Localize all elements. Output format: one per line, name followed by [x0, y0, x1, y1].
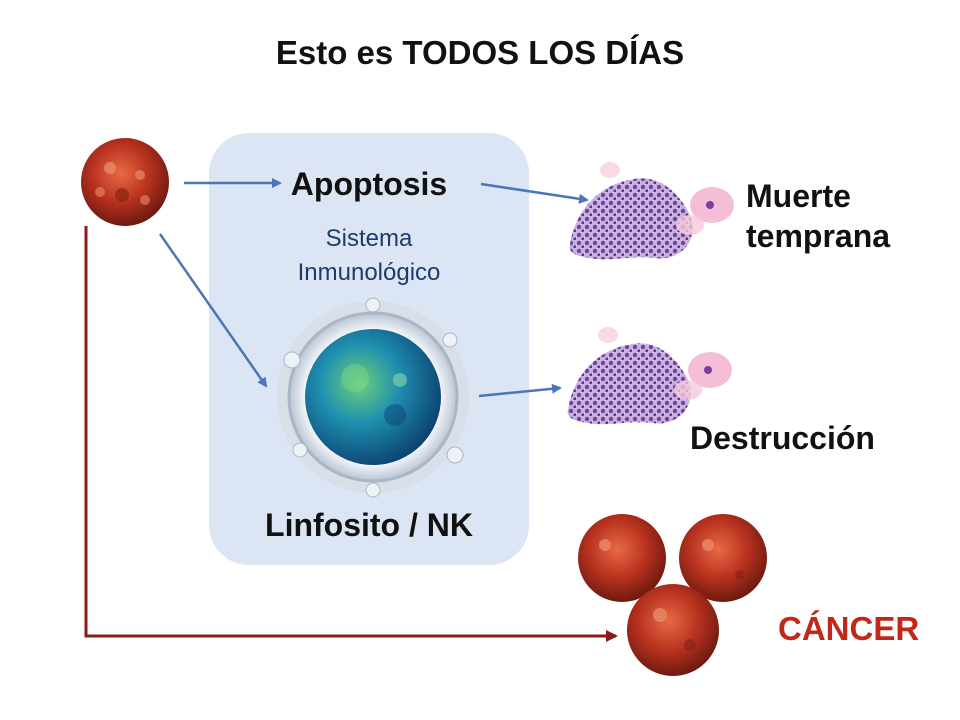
tumor-cluster-icon	[578, 514, 767, 676]
arrow-to-cancer	[84, 226, 618, 642]
lymphocyte-icon	[277, 297, 469, 498]
cancer-label: CÁNCER	[778, 610, 920, 647]
arrow-to-lymphocyte	[158, 233, 268, 388]
arrow-to-early-death	[480, 182, 589, 204]
apoptotic-cells-icon	[569, 162, 734, 260]
immune-system-line2: Inmunológico	[297, 259, 441, 286]
apoptosis-label: Apoptosis	[290, 166, 448, 202]
immune-system-label: Sistema Inmunológico	[209, 222, 529, 290]
destruction-label: Destrucción	[690, 420, 875, 456]
early-death-line1: Muerte	[746, 178, 851, 214]
early-death-line2: temprana	[746, 218, 891, 254]
cancer-cell-icon	[81, 138, 169, 226]
diagram-title: Esto es TODOS LOS DÍAS	[275, 34, 685, 71]
immune-system-line1: Sistema	[325, 225, 413, 252]
arrow-to-destruction	[478, 383, 562, 398]
early-death-label: Muerte temprana	[746, 176, 890, 256]
lymphocyte-label: Linfosito / NK	[265, 507, 473, 543]
destroyed-cells-icon	[567, 327, 732, 425]
